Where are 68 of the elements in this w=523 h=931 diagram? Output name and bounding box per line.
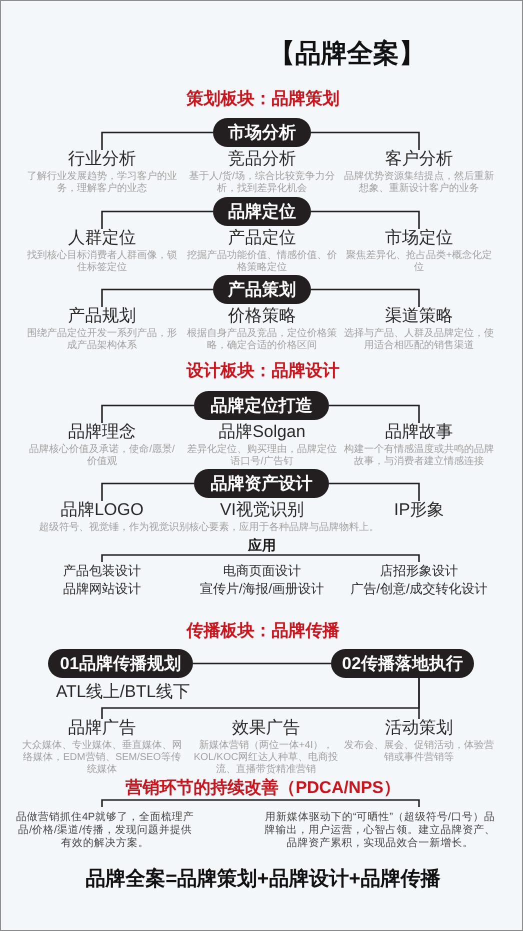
item-description: 构建一个有情感温度或共鸣的品牌故事，与消费者建立情感连接	[344, 444, 494, 468]
item-heading: 人群定位	[68, 229, 136, 247]
item-heading: VI视觉识别	[220, 501, 304, 519]
note-paragraph: 品做营销抓住4P就够了，全面梳理产品/价格/渠道/传播，发现问题并提供有效的解决方案。	[15, 811, 195, 850]
application-item: 品牌网站设计	[62, 580, 142, 598]
item-heading: 客户分析	[385, 150, 453, 168]
item-description: 基于人/货/场，综合比较竞争力分析，找到差异化机会	[188, 171, 336, 195]
item-heading: 市场定位	[385, 229, 453, 247]
item-heading: 产品定位	[228, 229, 296, 247]
connector-line	[101, 288, 213, 307]
summary-text: 品牌全案=品牌策划+品牌设计+品牌传播	[84, 866, 442, 892]
item-description: 大众媒体、专业媒体、垂直媒体、网络媒体，EDM营销、SEM/SEO等传统媒体	[22, 740, 182, 776]
connector-line	[101, 404, 194, 423]
item-description: 选择与产品、人群及品牌定位，使用适合相匹配的销售渠道	[344, 328, 494, 352]
item-description: 差异化定位、购买理由，品牌定位语口号/广告钉	[187, 444, 337, 468]
application-item: 产品包装设计	[62, 562, 142, 580]
connector-line	[329, 404, 420, 423]
connector-line	[418, 678, 420, 719]
process-pill: 品牌资产设计	[194, 469, 329, 498]
process-pill: 品牌定位打造	[194, 391, 329, 420]
description-text: 超级符号、视觉锤，作为视觉识别核心要素，应用于各种品牌与品牌物料上。	[38, 522, 380, 534]
item-heading: 品牌Solgan	[218, 423, 306, 441]
connector-line	[101, 210, 213, 229]
item-heading: 品牌LOGO	[60, 501, 144, 519]
item-heading: 渠道策略	[385, 307, 453, 325]
note-paragraph: 用新媒体驱动下的“可晒性”（超级符号/口号）品牌输出，用户运营，心智占领。建立品牌资产、品牌资产累积，实现品效合一新增长。	[264, 811, 496, 850]
connector-line	[311, 210, 420, 229]
application-item: 广告/创意/成交转化设计	[349, 580, 489, 598]
item-description: 挖掘产品功能价值、情感价值、价格策略定位	[187, 250, 337, 274]
application-item: 店招形象设计	[379, 562, 459, 580]
process-pill: 市场分析	[213, 118, 311, 147]
section-heading: 设计板块：品牌设计	[185, 360, 340, 382]
process-pill: 产品策划	[213, 275, 311, 304]
group-heading: 应用	[246, 536, 277, 554]
section-heading: 营销环节的持续改善（PDCA/NPS）	[124, 777, 402, 799]
item-heading: 产品规划	[68, 307, 136, 325]
connector-line	[311, 132, 420, 150]
item-description: 找到核心目标消费者人群画像，锁住标签定位	[27, 250, 177, 274]
item-heading: 活动策划	[385, 719, 453, 737]
item-heading: 价格策略	[228, 307, 296, 325]
item-heading: 行业分析	[68, 150, 136, 168]
item-description: 新媒体营销（两位一体+4I），KOL/KOC网红达人种草、电商投流、直播带货精准营销	[192, 740, 340, 776]
title: 【品牌全案】	[269, 37, 425, 69]
item-heading: 品牌故事	[385, 423, 453, 441]
item-description: 发布会、展会、促销活动，体验营销或事件营销等	[343, 740, 495, 764]
item-description: 聚焦差异化、抢占品类+概念化定位	[345, 250, 493, 274]
connector-line	[101, 132, 213, 150]
section-heading: 传播板块：品牌传播	[185, 620, 340, 642]
item-heading: 效果广告	[232, 719, 300, 737]
item-description: 品牌优势资源集结提点，然后重新想象、重新设计客户的业务	[344, 171, 494, 195]
caption-text: ATL线上/BTL线下	[56, 682, 190, 702]
application-item: 宣传片/海报/画册设计	[198, 580, 326, 598]
item-heading: 品牌广告	[68, 719, 136, 737]
process-pill: 品牌定位	[213, 197, 311, 226]
section-heading: 策划板块：品牌策划	[186, 88, 340, 110]
connector-line	[311, 288, 420, 307]
item-heading: 品牌理念	[68, 423, 136, 441]
item-heading: IP形象	[394, 501, 444, 519]
connector-line	[101, 482, 194, 501]
item-description: 了解行业发展趋势，学习客户的业务，理解客户的业态	[27, 171, 177, 195]
application-item: 电商页面设计	[222, 562, 302, 580]
connector-line	[329, 482, 420, 501]
process-pill: 01品牌传播规划	[48, 649, 193, 678]
item-description: 围绕产品定位开发一系列产品，形成产品架构体系	[27, 328, 177, 352]
item-description: 品牌核心价值及承诺，使命/愿景/价值观	[28, 444, 176, 468]
item-heading: 竞品分析	[228, 150, 296, 168]
process-pill: 02传播落地执行	[331, 649, 474, 678]
item-description: 根据自身产品及竞品，定位价格策略，确定合适的价格区间	[187, 328, 337, 352]
